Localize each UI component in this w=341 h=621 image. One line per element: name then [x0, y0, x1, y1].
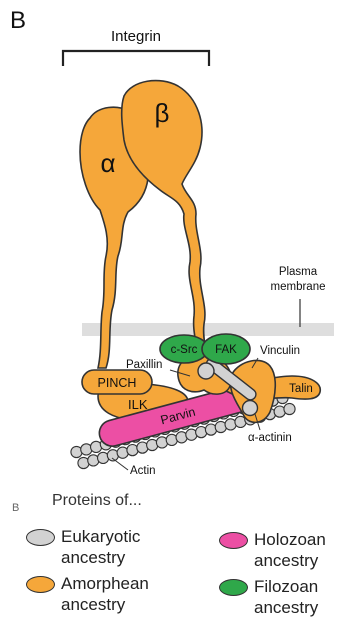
- holozoan-swatch: [219, 532, 248, 549]
- alpha-subunit-label: α: [100, 148, 115, 178]
- fak-label: FAK: [215, 344, 237, 356]
- legend-title: Proteins of...: [52, 492, 142, 510]
- actin-label: Actin: [130, 465, 156, 477]
- legend-item-eukaryotic: Eukaryotic ancestry: [26, 526, 140, 568]
- integrin-adhesion-diagram: B Integrin Plasma membrane α β Actin ILK…: [0, 0, 341, 490]
- legend-item-amorphean: Amorphean ancestry: [26, 573, 149, 615]
- vinculin-label: Vinculin: [260, 345, 300, 357]
- pinch-label: PINCH: [98, 376, 137, 390]
- plasma-membrane-label-line1: Plasma: [279, 266, 318, 278]
- beta-subunit-label: β: [155, 98, 170, 128]
- legend-item-holozoan: Holozoan ancestry: [219, 529, 326, 571]
- legend-item-amorphean-line2: ancestry: [61, 594, 149, 615]
- ilk-label: ILK: [128, 397, 148, 412]
- plasma-membrane-label-line2: membrane: [271, 281, 326, 293]
- actin-bead: [284, 403, 295, 414]
- integrin-bracket: [63, 51, 209, 66]
- legend-item-filozoan: Filozoan ancestry: [219, 576, 318, 618]
- integrin-label: Integrin: [111, 28, 161, 45]
- legend-item-eukaryotic-line2: ancestry: [61, 547, 140, 568]
- filozoan-swatch: [219, 579, 248, 596]
- legend-item-filozoan-line1: Filozoan: [254, 576, 318, 597]
- amorphean-swatch: [26, 576, 55, 593]
- eukaryotic-swatch: [26, 529, 55, 546]
- legend-item-eukaryotic-line1: Eukaryotic: [61, 526, 140, 547]
- talin-label: Talin: [289, 383, 313, 395]
- panel-label: B: [10, 7, 26, 34]
- legend-item-holozoan-line1: Holozoan: [254, 529, 326, 550]
- plasma-membrane: [82, 323, 334, 336]
- side-mark: B: [12, 502, 19, 514]
- alpha-actinin-label: α-actinin: [248, 432, 292, 444]
- legend-item-amorphean-line1: Amorphean: [61, 573, 149, 594]
- legend-item-filozoan-line2: ancestry: [254, 597, 318, 618]
- paxillin-label: Paxillin: [126, 359, 162, 371]
- actin-pointer: [112, 458, 128, 470]
- c-src-label: c-Src: [171, 344, 198, 356]
- legend-item-holozoan-line2: ancestry: [254, 550, 326, 571]
